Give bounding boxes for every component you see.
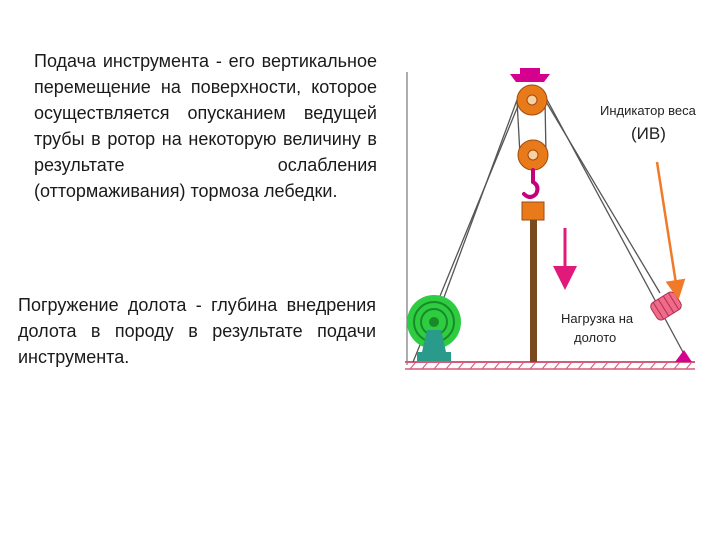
weight-indicator-abbr: (ИВ): [631, 124, 666, 143]
swivel: [521, 201, 545, 221]
kelly-pipe: [530, 220, 537, 362]
deadline-anchor: [675, 350, 692, 362]
hook: [522, 168, 540, 199]
indicator-arrow: [655, 161, 686, 300]
weight-indicator: [650, 291, 682, 321]
bit-load-label-line2: долото: [574, 330, 617, 345]
bit-load-label-line1: Нагрузка на: [561, 311, 634, 326]
weight-indicator-label: Индикатор веса: [600, 103, 696, 118]
penetration-definition-text: Погружение долота - глубина внедрения до…: [18, 295, 376, 367]
traveling-block: [517, 139, 549, 171]
feed-definition-text: Подача инструмента - его вертикальное пе…: [34, 51, 377, 201]
crown-block: [510, 68, 550, 116]
drawworks: [407, 295, 461, 361]
ground: [405, 361, 695, 370]
